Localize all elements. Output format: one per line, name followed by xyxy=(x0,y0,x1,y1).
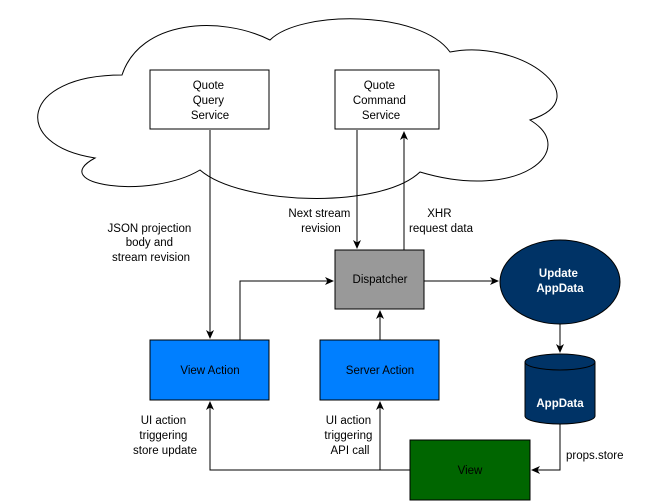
edge-label-props-store: props.store xyxy=(566,450,624,462)
node-label: Server Action xyxy=(346,365,414,377)
view-action-node: View Action xyxy=(149,339,270,401)
edge-label-json-projection: JSON projection body and stream revision xyxy=(108,223,195,264)
node-label: View Action xyxy=(180,365,239,377)
server-action-node: Server Action xyxy=(319,339,440,401)
edge-view-to-view-action xyxy=(206,401,410,471)
edge-label-xhr: XHR request data xyxy=(409,208,474,235)
node-label: Dispatcher xyxy=(353,274,408,286)
cloud-shape xyxy=(37,18,558,199)
edge-appdata-to-view xyxy=(531,424,561,474)
node-label: Quote Query Service xyxy=(191,80,229,122)
edge-label-ui-api-call: UI action triggering API call xyxy=(324,415,375,457)
view-node: View xyxy=(409,439,531,501)
appdata-database-node: AppData xyxy=(524,353,596,425)
node-label: Update AppData xyxy=(536,268,584,295)
quote-command-service-node: Quote Command Service xyxy=(334,69,440,130)
edge-view-action-to-dispatcher xyxy=(239,277,334,340)
node-label: AppData xyxy=(536,398,584,410)
quote-query-service-node: Quote Query Service xyxy=(149,69,270,130)
node-label: Quote Command Service xyxy=(353,80,409,122)
edge-label-next-stream: Next stream revision xyxy=(288,208,353,235)
edge-label-ui-store-update: UI action triggering store update xyxy=(133,415,197,457)
dispatcher-node: Dispatcher xyxy=(334,249,425,310)
update-appdata-node: Update AppData xyxy=(499,239,621,325)
node-label: View xyxy=(458,465,483,477)
